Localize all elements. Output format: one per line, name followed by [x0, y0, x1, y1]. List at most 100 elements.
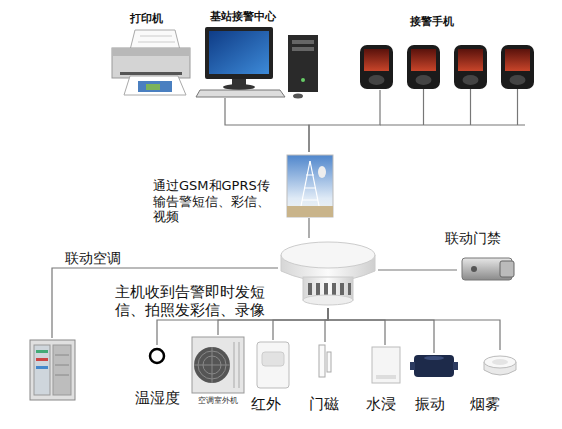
aircon-cabinet-node: 联动空调 — [28, 338, 76, 400]
wire-connector — [225, 98, 309, 152]
vibration-sensor-illustration-part — [410, 362, 415, 370]
cabinet-illustration-part — [34, 345, 50, 395]
wire-connector — [378, 269, 457, 270]
cabinet-illustration-part — [30, 340, 75, 400]
printer-illustration-part — [138, 81, 172, 92]
cabinet-illustration-part — [53, 345, 71, 395]
outdoor-unit-illustration-part — [234, 342, 235, 388]
printer-illustration-part — [146, 84, 160, 90]
cabinet-illustration-part — [55, 375, 69, 376]
water-sensor-illustration — [372, 347, 400, 383]
node-label: 红外 — [251, 395, 281, 413]
vibration-sensor-illustration-part — [424, 356, 444, 360]
bus-wire-part — [470, 89, 471, 125]
node-label: 通过GSM和GPRS传输告警短信、彩信、视频 — [153, 178, 279, 225]
computer-illustration — [196, 27, 318, 99]
infrared-illustration-part — [262, 352, 284, 366]
door-magnet-node: 门磁 — [318, 342, 332, 380]
node-label: 空调室外机 — [198, 396, 238, 406]
phone-illustration-part — [416, 75, 432, 85]
bus-wire-part — [380, 124, 525, 125]
humidity-symbol-part — [150, 349, 164, 363]
vibration-node: 振动 — [410, 353, 458, 379]
outdoor-unit-illustration-part — [239, 342, 240, 388]
computer-illustration-part — [292, 40, 314, 44]
host-illustration-part — [303, 295, 353, 305]
phone-illustration-part — [407, 45, 440, 89]
water-sensor-illustration-part — [372, 347, 400, 383]
node-label: 烟雾 — [470, 395, 500, 413]
node-label: 主机收到告警即时发短信、拍照发彩信、录像 — [115, 283, 271, 319]
cabinet-illustration-part — [36, 366, 48, 369]
tower-illustration — [287, 155, 333, 217]
vibration-sensor-illustration-part — [453, 362, 458, 370]
node-label: 联动空调 — [65, 250, 121, 267]
node-label: 水浸 — [366, 395, 396, 413]
wire-connector — [309, 90, 380, 152]
computer-illustration-part — [205, 27, 273, 79]
node-label: 接警手机 — [410, 15, 454, 28]
tower-illustration-part — [310, 161, 319, 206]
humidity-symbol — [150, 349, 164, 363]
computer-illustration-part — [223, 84, 255, 90]
cabinet-illustration-part — [55, 355, 69, 356]
door-lock-node: 联动门禁 — [457, 252, 517, 284]
wire-connector — [273, 308, 328, 340]
tower-illustration-part — [304, 188, 316, 189]
phone-illustration-part — [360, 45, 393, 89]
wire-connector — [328, 308, 500, 350]
tower-illustration-part — [306, 175, 314, 176]
computer-illustration-part — [293, 94, 303, 99]
node-label: 门磁 — [309, 395, 339, 413]
wire-connector — [308, 218, 309, 238]
tower-node: 通过GSM和GPRS传输告警短信、彩信、视频 — [285, 152, 333, 218]
host-node: 主机收到告警即时发短信、拍照发彩信、录像 — [278, 238, 378, 308]
vibration-sensor-illustration-part — [414, 355, 454, 377]
computer-illustration-part — [292, 47, 314, 51]
host-illustration-part — [316, 283, 320, 295]
outdoor-unit-illustration — [192, 337, 244, 393]
wire-connector — [52, 268, 278, 338]
host-illustration-part — [340, 283, 344, 295]
smoke-sensor-illustration — [484, 356, 516, 375]
computer-illustration-part — [209, 31, 269, 74]
lock-illustration — [462, 258, 514, 280]
host-illustration — [281, 242, 375, 305]
phone-illustration-part — [501, 45, 534, 89]
vibration-sensor-illustration — [410, 355, 458, 377]
phone-illustration-part — [369, 75, 385, 85]
computer-illustration-part — [196, 90, 285, 97]
outdoor-unit-illustration-part — [194, 347, 230, 383]
host-illustration-part — [281, 242, 375, 268]
printer-illustration-part — [112, 48, 190, 56]
host-illustration-part — [332, 283, 336, 295]
cabinet-illustration-part — [55, 365, 69, 366]
infrared-node: 红外 — [255, 340, 291, 390]
water-sensor-illustration-part — [376, 375, 396, 379]
computer-illustration-part — [301, 78, 305, 82]
node-label: 打印机 — [130, 12, 163, 25]
node-label: 振动 — [415, 395, 445, 413]
cabinet-illustration-part — [36, 358, 48, 361]
printer-illustration-part — [138, 42, 175, 43]
bus-wire-part — [517, 89, 518, 125]
tower-illustration-part — [302, 200, 318, 201]
outdoor-unit-node: 空调室外机 — [190, 335, 246, 395]
humidity-node: 温湿度 — [147, 345, 167, 367]
alarm-center-node: 基站接警中心 — [195, 8, 320, 98]
phone-group-node: 接警手机 — [355, 12, 540, 90]
host-illustration-part — [348, 283, 351, 295]
infrared-illustration-part — [257, 342, 289, 388]
node-label: 联动门禁 — [445, 230, 501, 247]
door-magnet-illustration — [319, 345, 331, 377]
host-illustration-part — [324, 283, 328, 295]
printer-illustration-part — [112, 48, 190, 78]
water-node: 水浸 — [370, 345, 400, 385]
lock-illustration-part — [500, 261, 514, 277]
door-magnet-illustration-part — [327, 352, 331, 372]
smoke-node: 烟雾 — [484, 350, 516, 380]
wire-connector — [328, 308, 385, 345]
